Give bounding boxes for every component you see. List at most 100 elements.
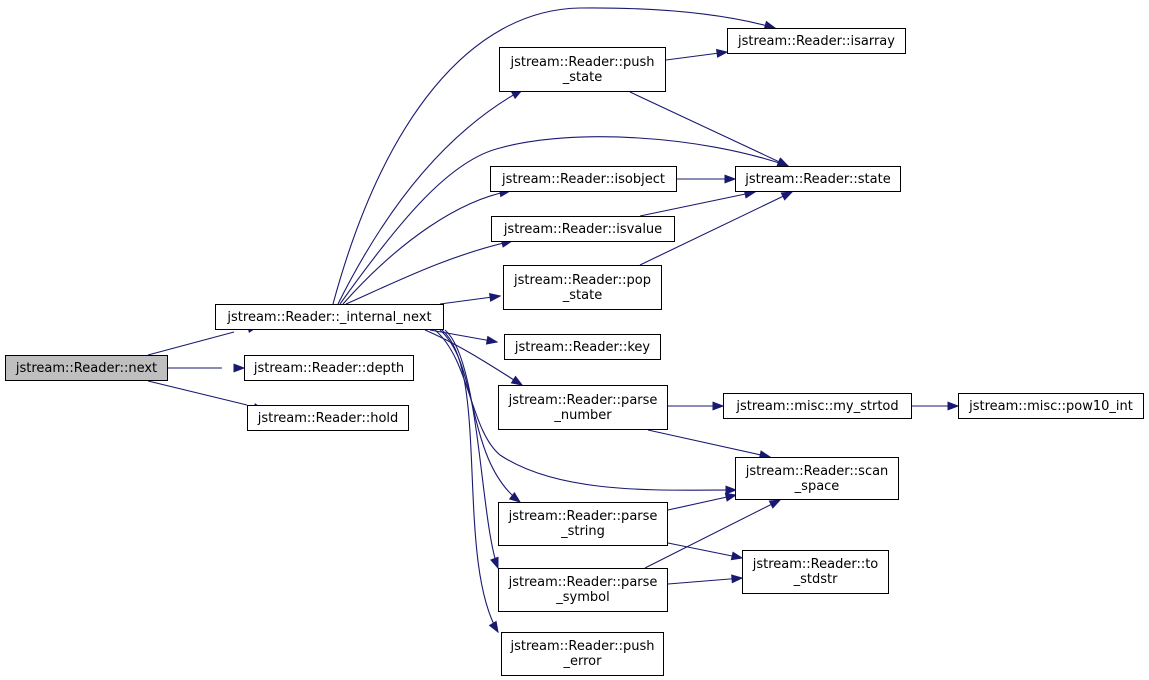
arrowhead-icon <box>712 401 725 411</box>
node-parse-symbol[interactable]: jstream::Reader::parse_symbol <box>498 568 668 612</box>
node-label-line: jstream::Reader::parse <box>508 575 658 590</box>
edge-parse-symbol-to-to-stdstr <box>667 574 744 585</box>
edge-line <box>424 329 523 386</box>
node-label-line: jstream::Reader::_internal_next <box>227 309 432 325</box>
arrowhead-icon <box>776 157 790 167</box>
node-push-state[interactable]: jstream::Reader::push_state <box>499 47 666 92</box>
edge-line <box>644 499 781 569</box>
edge-isobject-to-state <box>677 174 737 184</box>
edge-line <box>444 329 499 569</box>
edge-parse-number-to-my-strtod <box>668 401 725 411</box>
edge-line <box>639 191 793 266</box>
node-label-line: jstream::Reader::push <box>510 54 655 70</box>
node-label-line: jstream::misc::pow10_int <box>969 398 1133 414</box>
edge-internal-next-to-isobject <box>342 188 512 305</box>
node-isobject[interactable]: jstream::Reader::isobject <box>490 166 677 192</box>
edge-line <box>639 191 756 217</box>
node-label-line: _number <box>554 407 612 423</box>
node-label-line: jstream::Reader::parse <box>508 509 658 524</box>
edge-line <box>434 329 737 491</box>
edge-parse-number-to-scan-space <box>647 429 772 460</box>
edge-internal-next-to-pop-state <box>439 292 502 305</box>
node-label-line: _stdstr <box>793 572 838 587</box>
edge-internal-next-to-parse-string <box>439 329 522 503</box>
node-label-line: jstream::Reader::depth <box>253 360 405 376</box>
node-label-line: jstream::Reader::pop <box>514 272 651 288</box>
node-label-line: jstream::Reader::key <box>514 339 651 355</box>
edge-line <box>345 240 513 305</box>
node-scan-space[interactable]: jstream::Reader::scan_space <box>735 457 899 500</box>
arrowhead-icon <box>508 492 522 503</box>
edge-line <box>667 494 737 511</box>
node-internal-next[interactable]: jstream::Reader::_internal_next <box>215 304 444 330</box>
edge-parse-string-to-to-stdstr <box>667 542 744 561</box>
node-depth[interactable]: jstream::Reader::depth <box>244 355 414 381</box>
node-label-line: jstream::Reader::next <box>15 360 158 376</box>
node-label-line: jstream::Reader::state <box>745 171 891 187</box>
arrowhead-icon <box>724 492 738 502</box>
edge-line <box>147 331 235 356</box>
arrowhead-icon <box>730 551 744 561</box>
node-label-line: _string <box>561 524 605 539</box>
edge-internal-next-to-key <box>429 329 499 345</box>
edge-internal-next-to-parse-symbol <box>444 329 499 570</box>
edge-line <box>147 380 248 406</box>
edge-line <box>441 329 499 633</box>
node-label-line: jstream::Reader::scan <box>745 463 889 479</box>
node-label-line: _symbol <box>556 590 610 605</box>
edge-line <box>339 136 789 305</box>
edge-line <box>667 577 743 585</box>
node-my-strtod[interactable]: jstream::misc::my_strtod <box>723 393 912 419</box>
node-pop-state[interactable]: jstream::Reader::pop_state <box>503 265 662 310</box>
edge-line <box>342 190 511 305</box>
arrowhead-icon <box>725 485 738 495</box>
node-push-error[interactable]: jstream::Reader::push_error <box>501 632 664 676</box>
edge-next-to-depth <box>168 363 246 373</box>
edge-push-state-to-state <box>629 91 790 167</box>
arrowhead-icon <box>768 499 782 509</box>
node-label-line: jstream::Reader::isarray <box>738 33 895 49</box>
node-to-stdstr[interactable]: jstream::Reader::to_stdstr <box>742 550 889 594</box>
node-hold[interactable]: jstream::Reader::hold <box>247 405 409 431</box>
node-label-line: jstream::misc::my_strtod <box>736 398 899 414</box>
node-label-line: _state <box>562 69 603 85</box>
arrowhead-icon <box>233 363 246 373</box>
node-parse-string[interactable]: jstream::Reader::parse_string <box>498 502 668 546</box>
edge-line <box>647 429 771 458</box>
node-label-line: _space <box>794 478 840 494</box>
edge-push-state-to-isarray <box>665 48 729 61</box>
arrowhead-icon <box>489 292 502 302</box>
node-isarray[interactable]: jstream::Reader::isarray <box>727 28 906 54</box>
edge-internal-next-to-push-error <box>441 329 499 634</box>
edge-parse-string-to-scan-space <box>667 492 738 511</box>
edge-internal-next-to-parse-number <box>424 329 524 386</box>
edge-line <box>667 542 743 559</box>
node-label-line: jstream::Reader::isobject <box>502 171 665 187</box>
node-label-line: jstream::Reader::to <box>752 557 879 572</box>
edge-isvalue-to-state <box>639 189 757 217</box>
node-label-line: jstream::Reader::parse <box>508 392 658 408</box>
node-parse-number[interactable]: jstream::Reader::parse_number <box>498 385 668 430</box>
node-isvalue[interactable]: jstream::Reader::isvalue <box>491 216 675 242</box>
node-label-line: jstream::Reader::isvalue <box>503 221 663 237</box>
arrowhead-icon <box>490 556 499 570</box>
edge-internal-next-to-scan-space <box>434 329 738 495</box>
node-state[interactable]: jstream::Reader::state <box>735 166 901 192</box>
arrowhead-icon <box>510 375 524 386</box>
edge-internal-next-to-isarray <box>332 7 777 305</box>
edge-line <box>429 329 498 343</box>
edge-my-strtod-to-pow10-int <box>912 401 960 411</box>
node-label-line: _state <box>562 287 603 303</box>
edge-internal-next-to-push-state <box>337 89 524 305</box>
edge-line <box>332 7 776 305</box>
edge-pop-state-to-state <box>639 191 794 266</box>
node-key[interactable]: jstream::Reader::key <box>504 334 661 360</box>
arrowhead-icon <box>947 401 960 411</box>
arrowhead-icon <box>780 191 794 201</box>
edge-line <box>439 329 521 503</box>
arrowhead-icon <box>731 574 744 584</box>
arrowhead-icon <box>485 335 499 345</box>
edge-line <box>629 91 789 167</box>
node-pow10-int[interactable]: jstream::misc::pow10_int <box>958 393 1144 419</box>
edge-line <box>337 89 523 305</box>
